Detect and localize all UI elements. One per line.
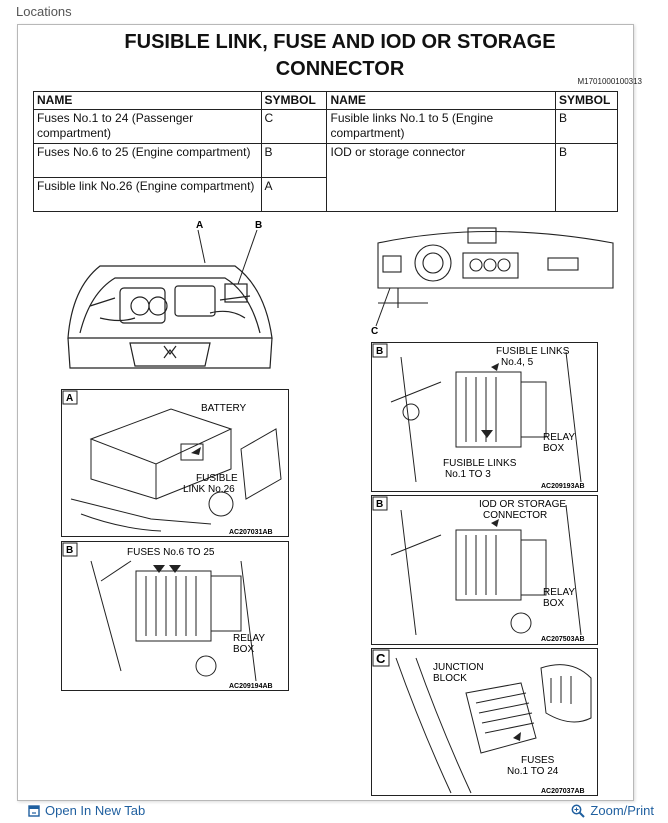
title-line-1: FUSIBLE LINK, FUSE AND IOD OR STORAGE <box>124 31 556 53</box>
document-id: M1701000100313 <box>577 77 642 86</box>
detail-c-fuses: FUSES <box>521 755 555 766</box>
detail-b1-code: AC209194AB <box>229 683 273 690</box>
detail-c-junction: JUNCTION <box>433 662 484 673</box>
header-symbol-2: SYMBOL <box>555 91 618 110</box>
zoom-icon <box>571 804 586 818</box>
dashboard-label-c: C <box>371 326 378 337</box>
detail-c-block: BLOCK <box>433 673 467 684</box>
detail-a-link: LINK No.26 <box>183 484 235 495</box>
detail-a-badge: A <box>66 393 73 404</box>
detail-a-fusible: FUSIBLE <box>196 473 238 484</box>
table-cell: A <box>260 177 328 212</box>
table-cell: C <box>260 109 328 144</box>
open-in-new-tab-link[interactable]: Open In New Tab <box>28 803 145 818</box>
detail-b3-illustration: B IOD OR STORAGE CONNECTOR RELAY BOX AC2… <box>371 495 598 645</box>
open-tab-icon <box>28 804 40 817</box>
detail-b2-code: AC209193AB <box>541 483 585 490</box>
detail-b2-badge: B <box>376 346 383 357</box>
detail-b1-illustration: B FUSES No.6 TO 25 RELAY BOX AC209194AB <box>61 541 289 691</box>
document-title: FUSIBLE LINK, FUSE AND IOD OR STORAGE CO… <box>75 29 605 83</box>
table-cell: B <box>555 109 618 144</box>
detail-a-illustration: A BATTERY FUSIBLE LINK No.26 AC207031AB <box>61 389 289 537</box>
engine-bay-label-b: B <box>255 220 262 231</box>
detail-c-no124: No.1 TO 24 <box>507 766 559 777</box>
table-cell: IOD or storage connector <box>326 143 556 212</box>
table-cell: B <box>555 143 618 212</box>
detail-c-badge: C <box>376 651 386 666</box>
detail-b1-relay: RELAY <box>233 633 265 644</box>
header-symbol-1: SYMBOL <box>260 91 328 110</box>
engine-bay-label-a: A <box>196 220 203 231</box>
detail-b2-illustration: B FUSIBLE LINKS No.4, 5 RELAY BOX FUSIBL… <box>371 342 598 492</box>
table-cell: Fusible links No.1 to 5 (Engine compartm… <box>326 109 556 144</box>
detail-b1-badge: B <box>66 545 73 556</box>
detail-b1-box: BOX <box>233 644 254 655</box>
engine-bay-illustration: A B <box>67 220 273 369</box>
detail-b3-code: AC207503AB <box>541 636 585 643</box>
header-name-1: NAME <box>33 91 262 110</box>
detail-b2-relay: RELAY <box>543 432 575 443</box>
detail-b2-box: BOX <box>543 443 564 454</box>
table-cell: Fusible link No.26 (Engine compartment) <box>33 177 262 212</box>
detail-b3-box: BOX <box>543 598 564 609</box>
detail-b1-fuses: FUSES No.6 TO 25 <box>127 547 215 558</box>
detail-c-illustration: C JUNCTION BLOCK FUSES No.1 TO 24 AC2070… <box>371 648 598 796</box>
header-name-2: NAME <box>326 91 556 110</box>
detail-a-code: AC207031AB <box>229 529 273 536</box>
detail-b3-iod: IOD OR STORAGE <box>479 499 566 510</box>
open-in-new-tab-label: Open In New Tab <box>45 803 146 818</box>
title-line-2: CONNECTOR <box>275 58 405 80</box>
detail-a-battery: BATTERY <box>201 403 247 414</box>
detail-b2-fusible-links-2: FUSIBLE LINKS <box>443 458 517 469</box>
detail-b2-fusible-links: FUSIBLE LINKS <box>496 346 570 357</box>
table-cell: Fuses No.6 to 25 (Engine compartment) <box>33 143 262 178</box>
table-row: Fuses No.1 to 24 (Passenger compartment)… <box>33 109 618 144</box>
location-table: NAME SYMBOL NAME SYMBOL Fuses No.1 to 24… <box>33 91 618 212</box>
table-row: Fusible link No.26 (Engine compartment) … <box>33 177 618 212</box>
section-label: Locations <box>16 4 72 19</box>
table-header-row: NAME SYMBOL NAME SYMBOL <box>33 91 618 110</box>
detail-b2-no45: No.4, 5 <box>501 357 534 368</box>
table-cell: B <box>260 143 328 178</box>
zoom-print-label: Zoom/Print <box>590 803 654 818</box>
detail-b2-no13: No.1 TO 3 <box>445 469 491 480</box>
zoom-print-link[interactable]: Zoom/Print <box>571 803 654 818</box>
dashboard-illustration: C <box>371 227 614 337</box>
detail-b3-badge: B <box>376 499 383 510</box>
detail-b3-connector: CONNECTOR <box>483 510 547 521</box>
detail-c-code: AC207037AB <box>541 788 585 795</box>
detail-b3-relay: RELAY <box>543 587 575 598</box>
table-cell: Fuses No.1 to 24 (Passenger compartment) <box>33 109 262 144</box>
table-row: Fuses No.6 to 25 (Engine compartment) B … <box>33 143 618 212</box>
